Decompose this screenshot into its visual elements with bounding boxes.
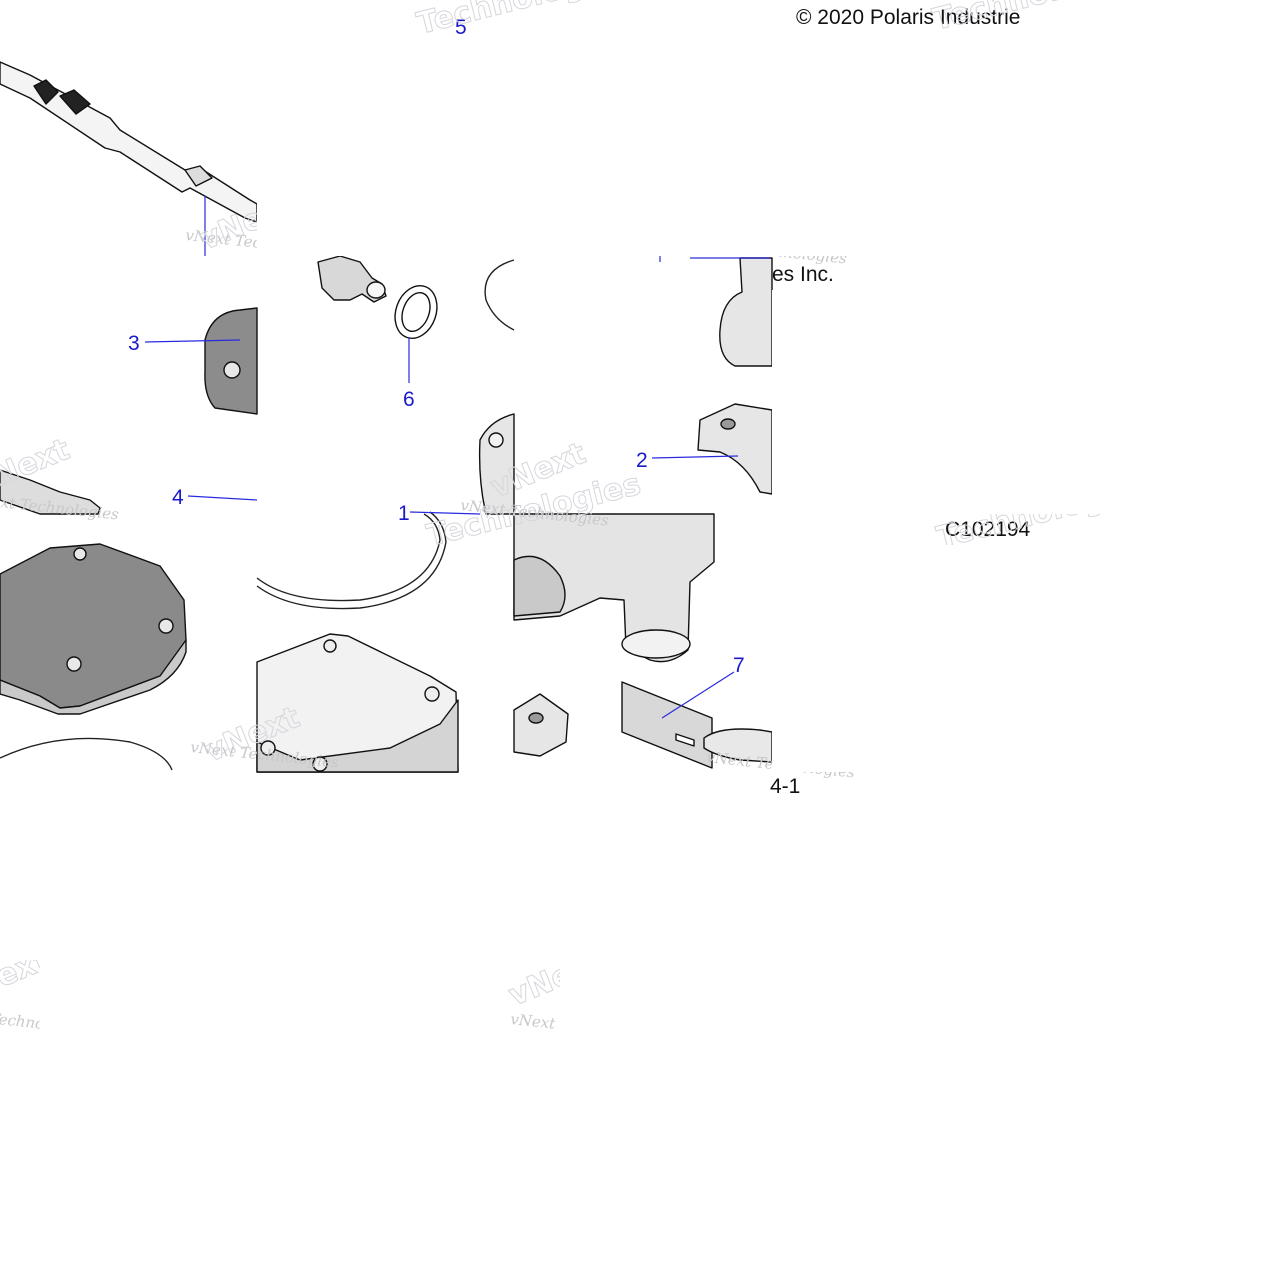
callout-7: 7 xyxy=(733,654,745,677)
throttle-body-upper xyxy=(478,413,515,515)
copyright-text: © 2020 Polaris Industrie xyxy=(796,6,1020,29)
leader-4 xyxy=(187,495,258,501)
o-ring-bottom xyxy=(0,737,173,771)
clamp-upper xyxy=(719,257,773,367)
clamp-lower xyxy=(697,403,773,495)
watermark-big: Technologies xyxy=(929,0,1150,38)
leader-3 xyxy=(144,339,241,343)
copyright-tail: es Inc. xyxy=(772,263,834,286)
throttle-cable xyxy=(0,61,258,223)
callout-1: 1 xyxy=(398,502,410,525)
stud-bolt xyxy=(317,255,387,303)
page-ref: 4-1 xyxy=(770,775,800,798)
o-ring-large-edge xyxy=(484,259,515,331)
leader-2 xyxy=(651,455,739,459)
throttle-body-lower xyxy=(513,513,715,663)
callout-2: 2 xyxy=(636,449,648,472)
leader-1 xyxy=(409,511,481,515)
housing-cover-bottom xyxy=(0,543,187,715)
watermark-big: Technologies xyxy=(413,0,634,42)
callout-4: 4 xyxy=(172,486,184,509)
clamp-small xyxy=(513,693,569,757)
o-ring-large xyxy=(256,511,447,610)
drawing-id: C102194 xyxy=(945,518,1031,541)
leader-7 xyxy=(661,671,735,719)
callout-5: 5 xyxy=(455,16,467,39)
fastener-screw xyxy=(0,469,101,515)
callout-3: 3 xyxy=(128,332,140,355)
throttle-body-housing xyxy=(256,633,459,773)
tile-masks xyxy=(0,40,1285,1285)
o-ring-small xyxy=(394,285,438,339)
housing-cover-top xyxy=(204,307,258,415)
callout-6: 6 xyxy=(403,388,415,411)
